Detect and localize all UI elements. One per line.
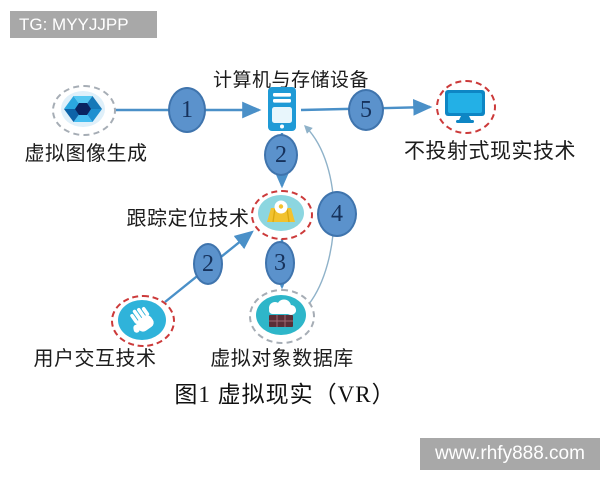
watermark-bottom-right: www.rhfy888.com (420, 438, 600, 470)
tracking-node-ring (251, 190, 313, 240)
computer-storage-label: 计算机与存储设备 (212, 70, 369, 91)
non-projection-label: 不投射式现实技术 (404, 139, 576, 163)
cloud-database-icon (256, 295, 306, 335)
step-circle-3: 3 (265, 241, 295, 285)
figure-caption: 图1 虚拟现实（VR） (174, 382, 396, 407)
step-circle-4: 4 (317, 191, 357, 237)
tracking-label: 跟踪定位技术 (126, 208, 250, 230)
step-circle-5: 5 (348, 89, 384, 131)
location-map-pin-icon (258, 195, 304, 231)
interaction-node-ring (111, 295, 175, 347)
step-circle-1: 1 (168, 87, 206, 133)
step-circle-2-main: 2 (264, 134, 298, 176)
camera-aperture-icon (61, 91, 105, 127)
image-generation-label: 虚拟图像生成 (24, 143, 148, 165)
hand-gesture-icon (118, 300, 166, 340)
image-generation-node-ring (52, 85, 116, 136)
watermark-top-left: TG: MYYJJPP (10, 11, 157, 38)
step-circle-2-alt: 2 (193, 243, 223, 285)
object-database-label: 虚拟对象数据库 (210, 348, 354, 370)
user-interaction-label: 用户交互技术 (33, 348, 157, 370)
computer-tower-icon (268, 87, 296, 131)
monitor-icon (445, 90, 485, 123)
display-node-ring (436, 80, 496, 134)
database-node-ring (249, 289, 315, 344)
